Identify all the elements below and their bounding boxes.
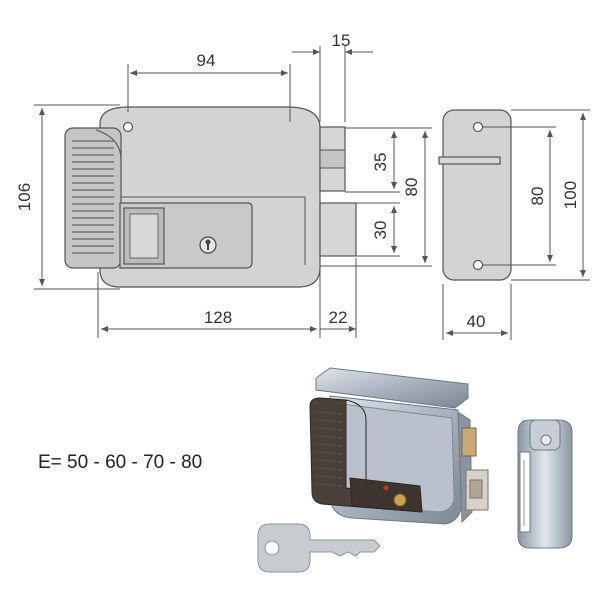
keeper-hole-bottom	[472, 259, 484, 271]
keeper-slot	[438, 156, 501, 165]
dim-label-80-bolts: 80	[402, 178, 421, 197]
dim-label-128: 128	[204, 308, 232, 327]
dimension-lines	[34, 46, 432, 338]
dim-label-35: 35	[371, 153, 390, 172]
dim-label-94: 94	[197, 51, 216, 70]
dim-label-22: 22	[329, 308, 348, 327]
keeper-dimension-lines	[442, 109, 590, 340]
dim-label-106: 106	[15, 183, 34, 211]
key-icon	[257, 523, 381, 573]
lower-bolt	[319, 202, 357, 257]
keeper-side-view	[438, 109, 512, 281]
dim-label-30: 30	[371, 221, 390, 240]
product-keeper-illustration	[517, 419, 573, 549]
dim-label-100: 100	[561, 181, 580, 209]
product-lock-illustration	[309, 367, 489, 525]
keyhole-icon	[199, 236, 217, 254]
bolts	[319, 126, 357, 257]
keeper-hole-top	[472, 121, 484, 133]
dim-label-15: 15	[332, 31, 351, 50]
mounting-hole	[122, 121, 134, 133]
dim-label-80-keeper: 80	[528, 187, 547, 206]
grille-slots	[72, 140, 114, 254]
lock-body-front-view	[64, 106, 321, 288]
dim-label-40: 40	[467, 312, 486, 331]
size-options-note: E= 50 - 60 - 70 - 80	[38, 452, 203, 473]
grille-panel	[64, 127, 122, 269]
